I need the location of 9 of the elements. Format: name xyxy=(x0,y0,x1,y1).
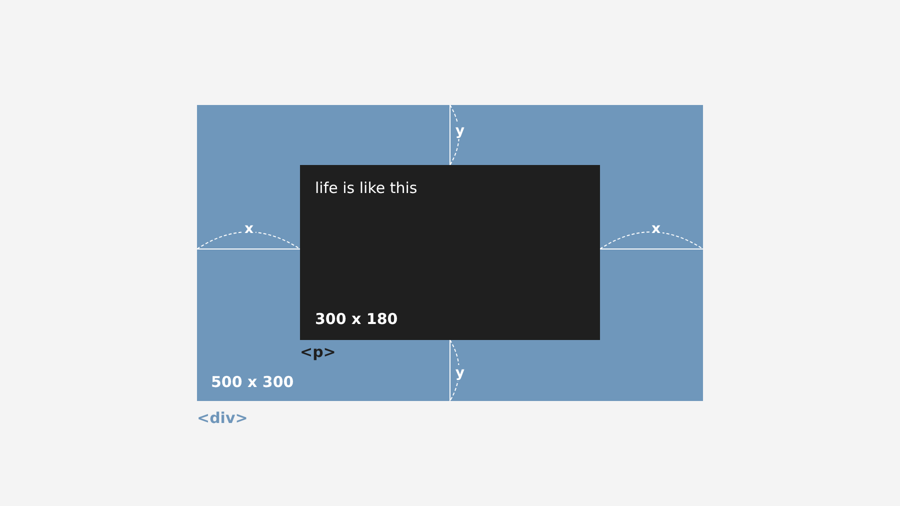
div-box xyxy=(197,105,703,401)
paragraph-box xyxy=(300,165,600,340)
dimension-label: y xyxy=(453,123,467,139)
size-label: 500 x 300 xyxy=(211,373,294,391)
size-label: 300 x 180 xyxy=(315,310,398,328)
content-text: life is like this xyxy=(315,179,418,197)
dimension-label: y xyxy=(453,365,467,381)
tag-label: <p> xyxy=(300,343,336,361)
tag-label: <div> xyxy=(197,409,248,427)
